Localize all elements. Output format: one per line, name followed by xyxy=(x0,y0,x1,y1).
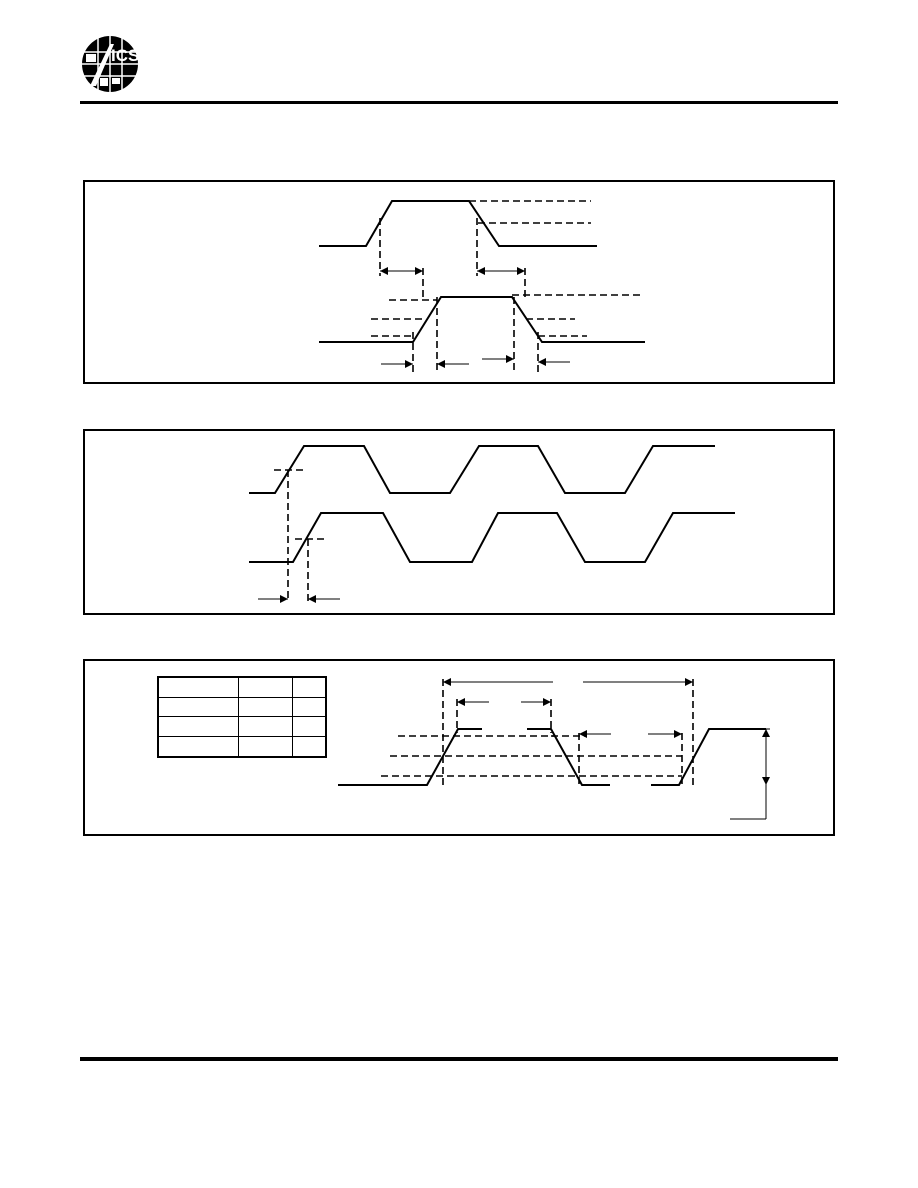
ics-logo-icon: ICS xyxy=(80,34,140,94)
header-rule xyxy=(80,101,838,104)
table-cell xyxy=(159,697,239,717)
parameter-table xyxy=(157,676,327,758)
logo-text: ICS xyxy=(111,46,139,65)
clock-waveform-b xyxy=(249,512,735,563)
timing-diagram-3 xyxy=(338,678,770,820)
table-cell xyxy=(159,678,239,698)
table-cell xyxy=(293,678,325,698)
table-cell xyxy=(239,736,293,756)
timing-diagram-panel-2 xyxy=(83,429,835,615)
input-waveform xyxy=(319,200,597,247)
footer-rule xyxy=(80,1057,838,1061)
timing-diagram-1 xyxy=(319,200,645,372)
table-cell xyxy=(159,717,239,737)
clock-waveform-a xyxy=(249,445,715,494)
table-cell xyxy=(293,717,325,737)
timing-diagram-2 xyxy=(249,445,735,603)
timing-diagram-panel-1 xyxy=(83,180,835,384)
output-waveform xyxy=(319,296,645,343)
table-cell xyxy=(239,717,293,737)
table-cell xyxy=(159,736,239,756)
table-cell xyxy=(239,697,293,717)
timing-diagram-panel-3 xyxy=(83,659,835,836)
table-cell xyxy=(239,678,293,698)
table-cell xyxy=(293,698,325,717)
